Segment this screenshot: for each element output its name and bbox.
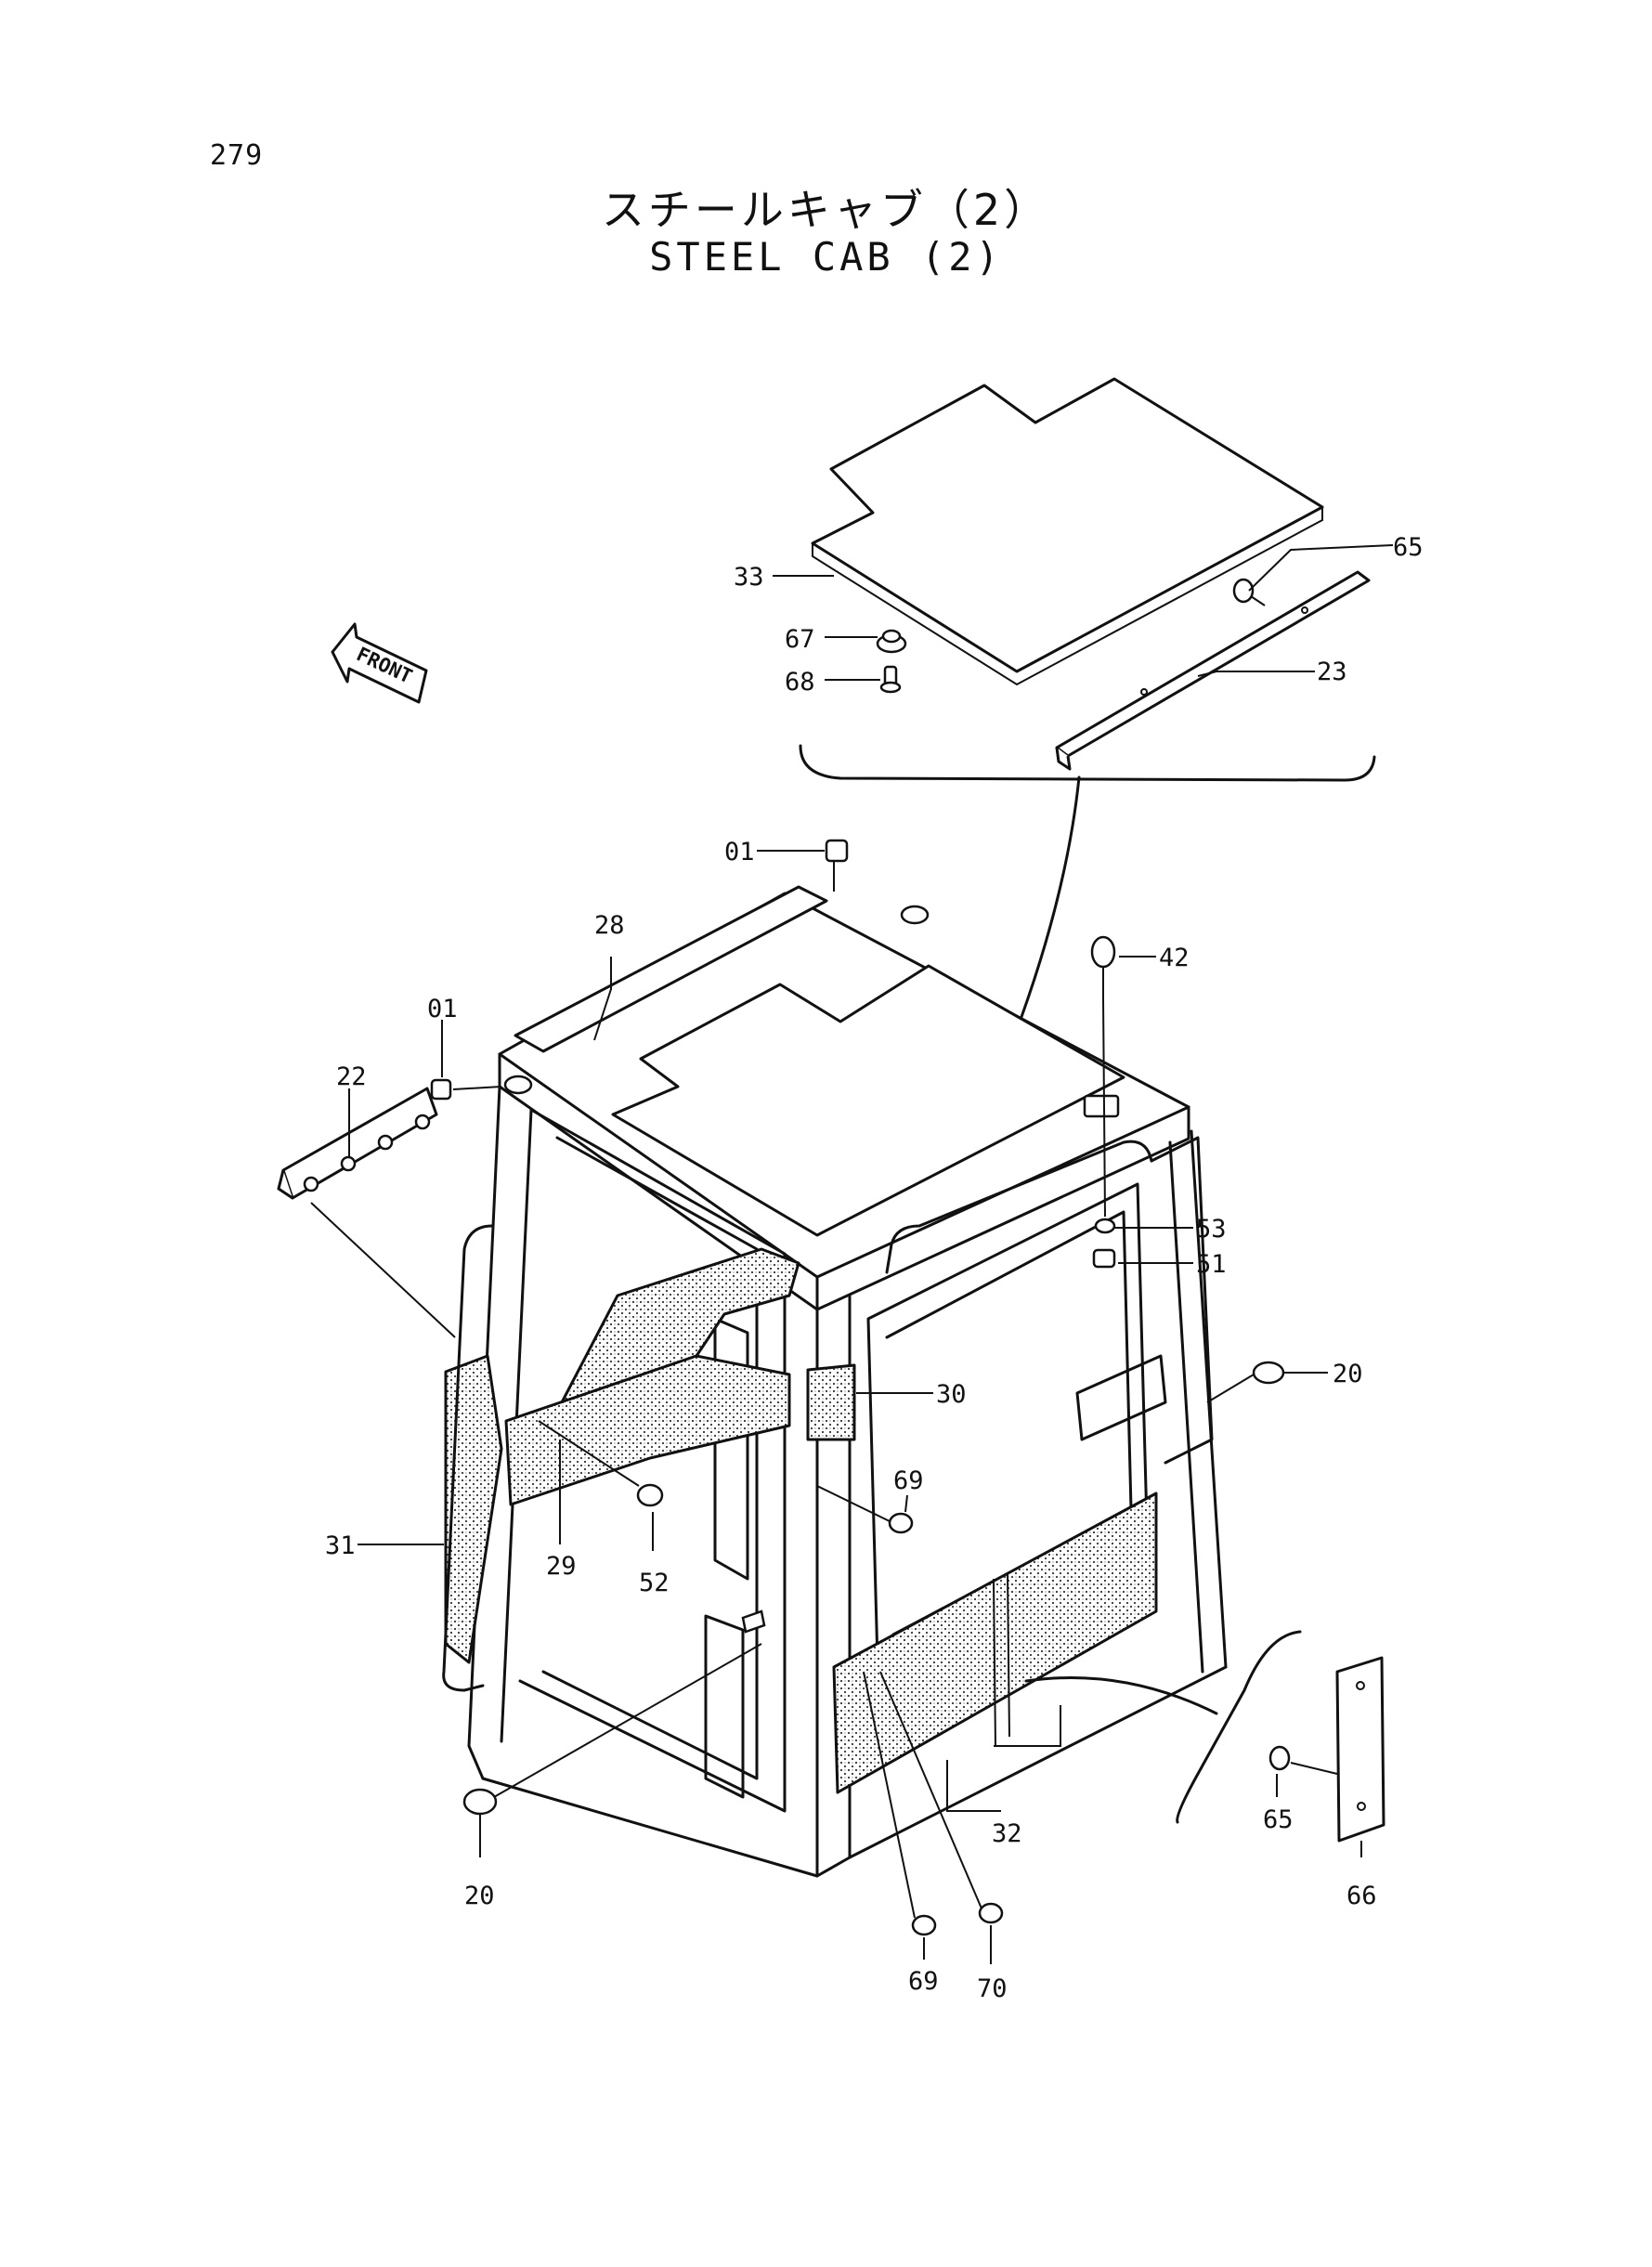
eye-bolt-42 (1090, 935, 1116, 998)
roof-hook (503, 1075, 533, 1095)
callout-01: 01 (427, 995, 458, 1023)
screw-65-bottom (1268, 1745, 1291, 1771)
side-panel-31 (444, 1354, 503, 1664)
callout-66: 66 (1346, 1882, 1377, 1910)
group-bracket-lower (1176, 1630, 1302, 1824)
interior-foam-lower (504, 1354, 791, 1506)
trim-rail (1055, 570, 1371, 771)
bolt-20-right (1252, 1361, 1285, 1385)
nut-01-top (825, 839, 849, 863)
bolt-68 (879, 665, 902, 694)
front-arrow-icon: FRONT (331, 622, 428, 704)
callout-69: 69 (893, 1466, 924, 1495)
bolt-20-left (462, 1788, 498, 1816)
callout-31: 31 (325, 1531, 356, 1560)
roof-headliner-installed (611, 964, 1125, 1237)
screw-65-top (1232, 578, 1266, 606)
callout-32: 32 (992, 1819, 1022, 1848)
bolt-69-upper (888, 1512, 914, 1534)
interior-foam-30 (806, 1363, 856, 1441)
callout-23: 23 (1317, 658, 1347, 686)
callout-20: 20 (464, 1882, 495, 1910)
callout-53: 53 (1196, 1215, 1227, 1244)
callout-70: 70 (977, 1974, 1008, 2003)
page-number: 279 (210, 139, 264, 172)
nut-01-left (430, 1078, 452, 1101)
callout-33: 33 (734, 563, 764, 592)
callout-52: 52 (639, 1569, 670, 1597)
bracket-22 (277, 1087, 438, 1200)
plate-66 (1335, 1656, 1385, 1843)
roof-mount-plate (1083, 1094, 1120, 1118)
roof-side-trim (514, 885, 828, 1053)
callout-01: 01 (724, 838, 755, 866)
callout-67: 67 (785, 625, 815, 654)
roof-hook (900, 905, 930, 925)
callout-30: 30 (936, 1380, 967, 1409)
grommet-67 (876, 629, 907, 654)
title-japanese: スチールキャブ（2） (601, 185, 1051, 235)
callout-28: 28 (594, 911, 625, 940)
leader-lines (310, 544, 1394, 1964)
bolt-70 (978, 1902, 1004, 1924)
left-handrail (442, 1224, 494, 1692)
callout-29: 29 (546, 1552, 577, 1581)
callout-69: 69 (908, 1967, 939, 1996)
callout-65: 65 (1393, 533, 1424, 562)
callout-65: 65 (1263, 1805, 1294, 1834)
washer-53 (1094, 1218, 1116, 1234)
callout-42: 42 (1159, 944, 1190, 972)
group-bracket-upper (799, 744, 1376, 782)
callout-22: 22 (336, 1062, 367, 1091)
connector-upper (1020, 775, 1081, 1019)
callout-20: 20 (1333, 1360, 1363, 1388)
title-english: STEEL CAB (2) (649, 234, 1003, 280)
connector-lower (1024, 1676, 1218, 1715)
roof-handle (885, 1140, 1153, 1274)
door-latch (741, 1609, 766, 1634)
callout-68: 68 (785, 668, 815, 697)
bolt-69-lower (911, 1914, 937, 1936)
callout-51: 51 (1196, 1250, 1227, 1279)
nut-51 (1092, 1248, 1116, 1269)
callout-labels: 65 33 67 68 23 01 28 01 42 22 53 51 20 3… (325, 533, 1424, 2003)
nut-52 (636, 1483, 664, 1507)
roof-headliner-panel (811, 377, 1324, 686)
